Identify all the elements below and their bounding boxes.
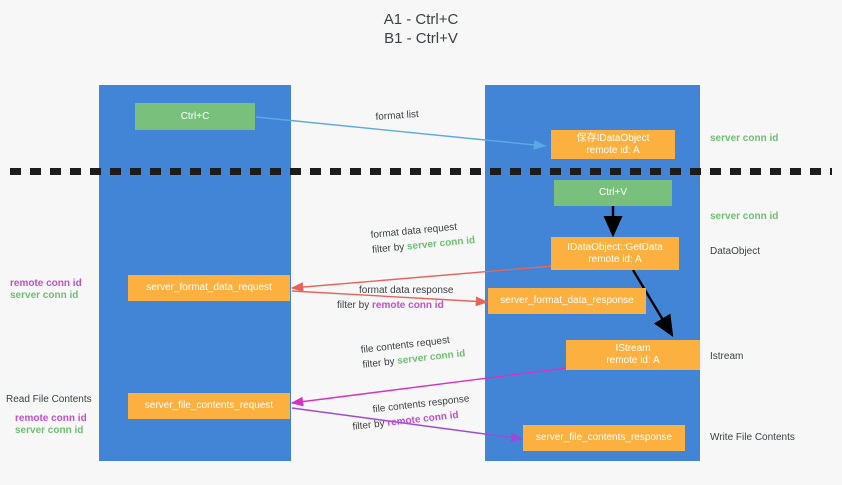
label-remote-conn-id-1: remote conn id	[10, 278, 82, 289]
annotation-format-data-response-line1: format data response	[359, 285, 454, 296]
annotation-highlight-server-conn-id: server conn id	[406, 235, 476, 253]
box-istream[interactable]: IStream remote id: A	[566, 340, 700, 370]
label-server-conn-id-2: server conn id	[15, 425, 84, 436]
annotation-filter-prefix: filter by	[361, 355, 398, 371]
annotation-file-contents-response: file contents response filter by remote …	[350, 391, 472, 434]
dashed-divider	[10, 168, 832, 175]
box-server-file-contents-request[interactable]: server_file_contents_request	[128, 393, 290, 419]
box-server-format-data-request[interactable]: server_format_data_request	[128, 275, 290, 301]
annotation-format-data-request: format data request filter by server con…	[370, 218, 476, 258]
box-ctrl-c[interactable]: Ctrl+C	[135, 103, 255, 130]
label-write-file-contents: Write File Contents	[710, 432, 795, 443]
annotation-format-data-response: format data response filter by remote co…	[337, 283, 454, 313]
label-server-conn-id-1: server conn id	[10, 290, 79, 301]
box-ctrl-v[interactable]: Ctrl+V	[554, 180, 672, 206]
label-server-conn-id-top: server conn id	[710, 133, 779, 144]
box-server-format-data-response[interactable]: server_format_data_response	[488, 288, 646, 314]
annotation-filter-prefix: filter by	[351, 417, 388, 433]
box-getdata[interactable]: IDataObject::GetData remote id: A	[551, 237, 679, 270]
annotation-format-list-text: format list	[375, 108, 420, 123]
annotation-file-contents-request: file contents request filter by server c…	[360, 331, 466, 373]
box-save-dataobject[interactable]: 保存IDataObject remote id: A	[551, 130, 675, 159]
page-title: A1 - Ctrl+C B1 - Ctrl+V	[383, 11, 459, 47]
annotation-filter-prefix: filter by	[371, 241, 408, 256]
annotation-highlight-remote-conn-id: remote conn id	[372, 300, 444, 311]
label-dataobject: DataObject	[710, 246, 761, 257]
label-istream: Istream	[710, 351, 744, 362]
label-remote-conn-id-2: remote conn id	[15, 413, 87, 424]
label-read-file-contents: Read File Contents	[6, 394, 92, 405]
annotation-format-list: format list	[375, 107, 419, 125]
box-server-file-contents-response[interactable]: server_file_contents_response	[523, 425, 685, 451]
annotation-format-data-response-line2: filter by remote conn id	[337, 298, 454, 313]
annotation-filter-prefix: filter by	[337, 300, 373, 311]
label-server-conn-id-mid: server conn id	[710, 211, 779, 222]
